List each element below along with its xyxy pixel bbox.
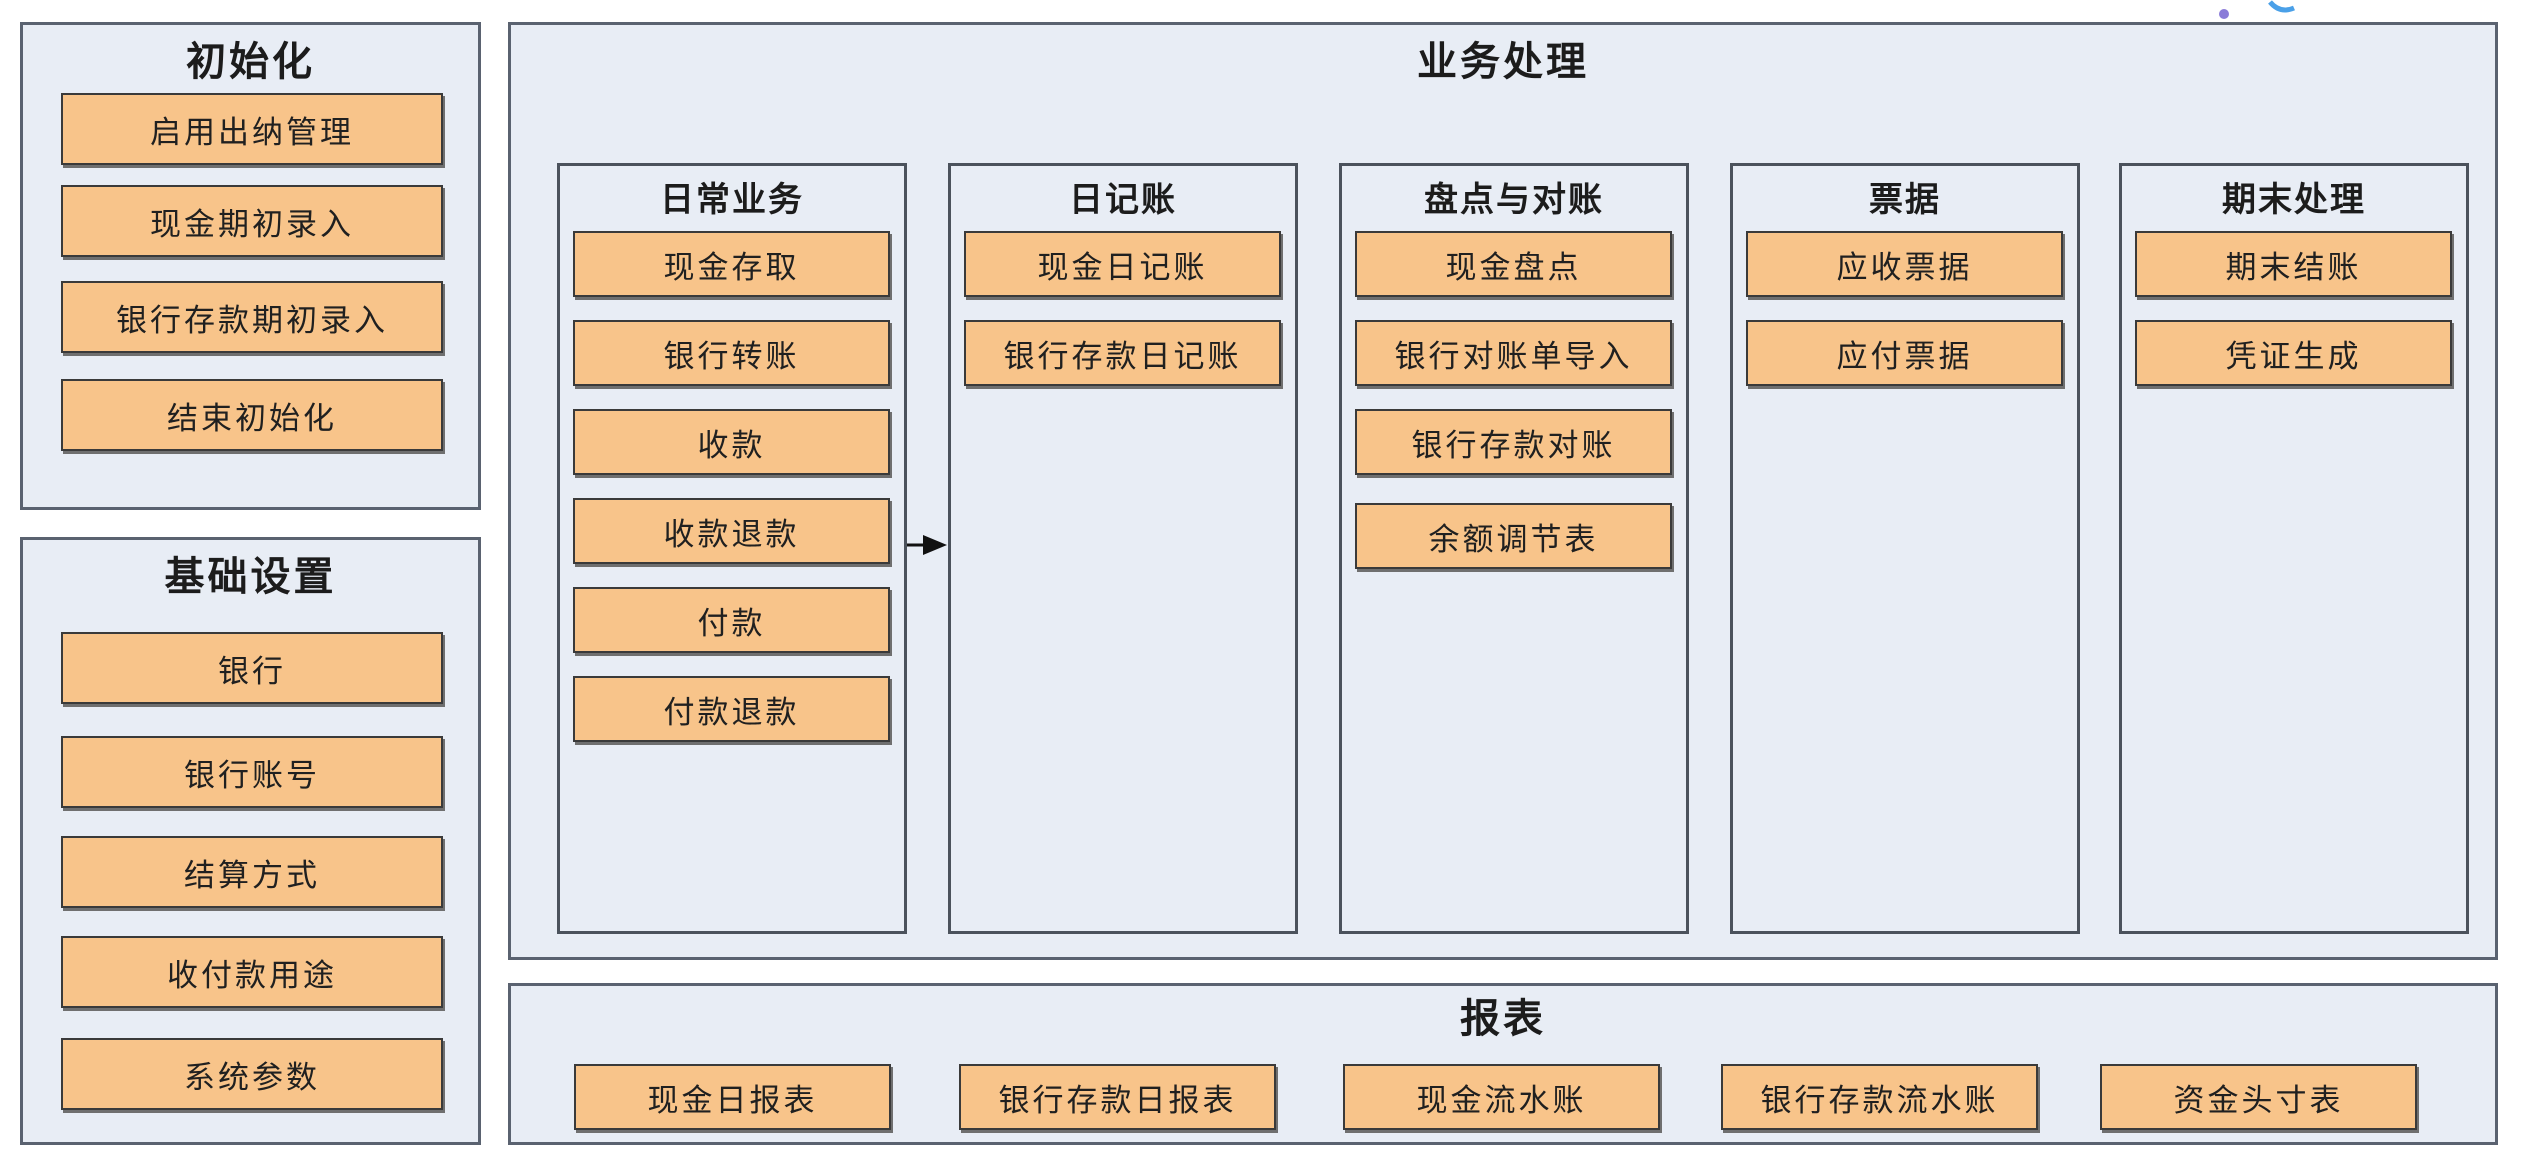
report-item-fund-position[interactable]: 资金头寸表 <box>2100 1064 2417 1130</box>
recon-item-cash-count[interactable]: 现金盘点 <box>1355 231 1672 297</box>
basic-item-system-params[interactable]: 系统参数 <box>61 1038 443 1110</box>
reports-panel-title: 报表 <box>1460 996 1546 1042</box>
basic-settings-panel: 基础设置 银行 银行账号 结算方式 收付款用途 系统参数 <box>20 537 481 1145</box>
corner-decoration-icon <box>2219 0 2295 19</box>
period-item-closing[interactable]: 期末结账 <box>2135 231 2452 297</box>
column-daily-business-title: 日常业务 <box>660 180 804 220</box>
basic-item-bank-account[interactable]: 银行账号 <box>61 736 443 808</box>
column-reconciliation-title: 盘点与对账 <box>1424 180 1604 220</box>
basic-item-payment-purpose[interactable]: 收付款用途 <box>61 936 443 1008</box>
daily-item-bank-transfer[interactable]: 银行转账 <box>573 320 890 386</box>
init-item-cash-opening[interactable]: 现金期初录入 <box>61 185 443 257</box>
basic-item-bank[interactable]: 银行 <box>61 632 443 704</box>
recon-item-balance-table[interactable]: 余额调节表 <box>1355 503 1672 569</box>
init-item-enable-cashier[interactable]: 启用出纳管理 <box>61 93 443 165</box>
report-item-cash-ledger[interactable]: 现金流水账 <box>1343 1064 1660 1130</box>
init-panel-title: 初始化 <box>186 39 315 85</box>
column-period-end-title: 期末处理 <box>2222 180 2366 220</box>
basic-settings-title: 基础设置 <box>164 554 337 600</box>
init-panel: 初始化 启用出纳管理 现金期初录入 银行存款期初录入 结束初始化 <box>20 22 481 510</box>
journal-item-bank-journal[interactable]: 银行存款日记账 <box>964 320 1281 386</box>
column-daily-business: 日常业务 现金存取 银行转账 收款 收款退款 付款 付款退款 <box>557 163 907 934</box>
column-bills-title: 票据 <box>1869 180 1941 220</box>
bills-item-payable[interactable]: 应付票据 <box>1746 320 2063 386</box>
init-item-finish-init[interactable]: 结束初始化 <box>61 379 443 451</box>
recon-item-statement-import[interactable]: 银行对账单导入 <box>1355 320 1672 386</box>
basic-item-settlement-method[interactable]: 结算方式 <box>61 836 443 908</box>
business-panel: 业务处理 日常业务 现金存取 银行转账 收款 收款退款 付款 付款退款 日记账 … <box>508 22 2498 960</box>
report-item-cash-daily[interactable]: 现金日报表 <box>574 1064 891 1130</box>
daily-item-cash-deposit-withdraw[interactable]: 现金存取 <box>573 231 890 297</box>
column-journal: 日记账 现金日记账 银行存款日记账 <box>948 163 1298 934</box>
column-bills: 票据 应收票据 应付票据 <box>1730 163 2080 934</box>
flow-arrow-icon <box>907 535 947 555</box>
report-item-bank-daily[interactable]: 银行存款日报表 <box>959 1064 1276 1130</box>
recon-item-bank-reconcile[interactable]: 银行存款对账 <box>1355 409 1672 475</box>
column-journal-title: 日记账 <box>1069 180 1177 220</box>
period-item-voucher[interactable]: 凭证生成 <box>2135 320 2452 386</box>
daily-item-receipt-refund[interactable]: 收款退款 <box>573 498 890 564</box>
report-item-bank-ledger[interactable]: 银行存款流水账 <box>1721 1064 2038 1130</box>
column-period-end: 期末处理 期末结账 凭证生成 <box>2119 163 2469 934</box>
bills-item-receivable[interactable]: 应收票据 <box>1746 231 2063 297</box>
business-panel-title: 业务处理 <box>1417 39 1589 85</box>
daily-item-payment-refund[interactable]: 付款退款 <box>573 676 890 742</box>
init-item-bank-opening[interactable]: 银行存款期初录入 <box>61 281 443 353</box>
daily-item-receipt[interactable]: 收款 <box>573 409 890 475</box>
reports-panel: 报表 现金日报表 银行存款日报表 现金流水账 银行存款流水账 资金头寸表 <box>508 983 2498 1145</box>
daily-item-payment[interactable]: 付款 <box>573 587 890 653</box>
journal-item-cash-journal[interactable]: 现金日记账 <box>964 231 1281 297</box>
column-reconciliation: 盘点与对账 现金盘点 银行对账单导入 银行存款对账 余额调节表 <box>1339 163 1689 934</box>
